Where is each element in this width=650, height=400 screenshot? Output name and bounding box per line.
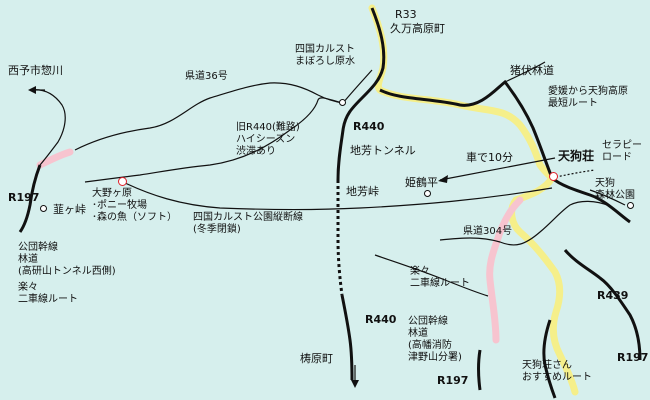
label-r197-left: R197 xyxy=(8,191,40,204)
label-r440-bottom: R440 xyxy=(365,313,397,326)
karst-spring-marker xyxy=(339,99,346,106)
label-kendo304: 県道304号 xyxy=(463,226,513,237)
road-saijo xyxy=(29,89,66,166)
label-saijo: 西予市惣川 xyxy=(8,64,63,77)
arrow-car10-to-himetsuru xyxy=(439,157,556,181)
himetsuru-marker xyxy=(424,190,431,197)
label-inoshishi: 猪伏林道 xyxy=(510,64,554,77)
label-rakuraku-mid: 楽々二車線ルート xyxy=(410,266,470,289)
road-old-r440 xyxy=(84,97,344,183)
label-ehime-shortest: 愛媛から天狗高原最短ルート xyxy=(548,86,628,109)
road-kendo36 xyxy=(74,82,344,151)
arrow-yusuhara-head xyxy=(351,380,359,388)
arrow-saijo-head xyxy=(28,86,36,94)
road-r440-tunnel xyxy=(336,179,344,296)
label-tengu-forest: 天狗森林公園 xyxy=(595,178,635,201)
label-karst-spring: 四国カルストまぼろし原水 xyxy=(295,44,355,67)
road-r439 xyxy=(563,249,642,361)
road-r33 xyxy=(336,7,386,181)
label-rakuraku-left: 楽々二車線ルート xyxy=(18,282,78,305)
label-karst-line: 四国カルスト公園縦断線(冬季閉鎖) xyxy=(193,212,303,235)
tengusou-marker xyxy=(549,172,558,181)
label-jiho-tunnel: 地芳トンネル xyxy=(350,144,416,157)
road-karst-line xyxy=(122,181,553,211)
arrow-car10-head xyxy=(438,175,448,183)
label-koudan-right: 公団幹線林道(高幡消防津野山分署) xyxy=(408,316,462,363)
road-kendo304 xyxy=(439,200,611,246)
road-forest-park xyxy=(589,189,626,206)
label-r197-bottom: R197 xyxy=(437,374,469,387)
road-r197-bottom xyxy=(477,349,482,391)
road-ehime-short xyxy=(504,61,546,83)
road-karst-spring xyxy=(342,69,373,104)
label-tengusou: 天狗荘 xyxy=(558,149,595,163)
road-r440-south xyxy=(340,294,354,381)
label-kendo36: 県道36号 xyxy=(185,71,228,82)
pink-route-left xyxy=(36,148,74,169)
label-koudan-left: 公団幹線林道(高研山トンネル西側) xyxy=(18,242,116,277)
road-r197-right xyxy=(542,319,557,399)
label-tengu-route: 天狗荘さんおすすめルート xyxy=(522,360,592,383)
label-r33: R33 xyxy=(395,8,417,21)
label-r439: R439 xyxy=(597,289,629,302)
nirogatoge-marker xyxy=(40,205,47,212)
road-inoshishi xyxy=(379,79,554,179)
road-r197-left xyxy=(18,164,42,233)
tengu-forest-marker xyxy=(627,202,634,209)
label-r197-right: R197 xyxy=(617,351,649,364)
road-therapy xyxy=(551,169,596,179)
road-east-mountain xyxy=(551,176,631,224)
label-car10: 車で10分 xyxy=(466,151,513,164)
label-nirogatoge: 韮ヶ峠 xyxy=(53,203,86,216)
label-onogahara: 大野ヶ原･ポニー牧場･森の魚（ソフト） xyxy=(92,188,177,223)
label-jiho-pass: 地芳峠 xyxy=(346,185,379,198)
label-old-r440: 旧R440(難路)ハイシーズン渋滞あり xyxy=(236,122,300,157)
label-therapy-road: セラピーロード xyxy=(602,140,642,163)
onogahara-marker xyxy=(118,177,127,186)
label-r440-top: R440 xyxy=(353,120,385,133)
label-himetsuru: 姫鶴平 xyxy=(405,176,438,189)
pink-route-right xyxy=(486,196,524,344)
label-yusuhara: 梼原町 xyxy=(300,352,333,365)
road-rakuraku xyxy=(374,254,489,297)
label-kumakogen: 久万高原町 xyxy=(390,22,445,35)
